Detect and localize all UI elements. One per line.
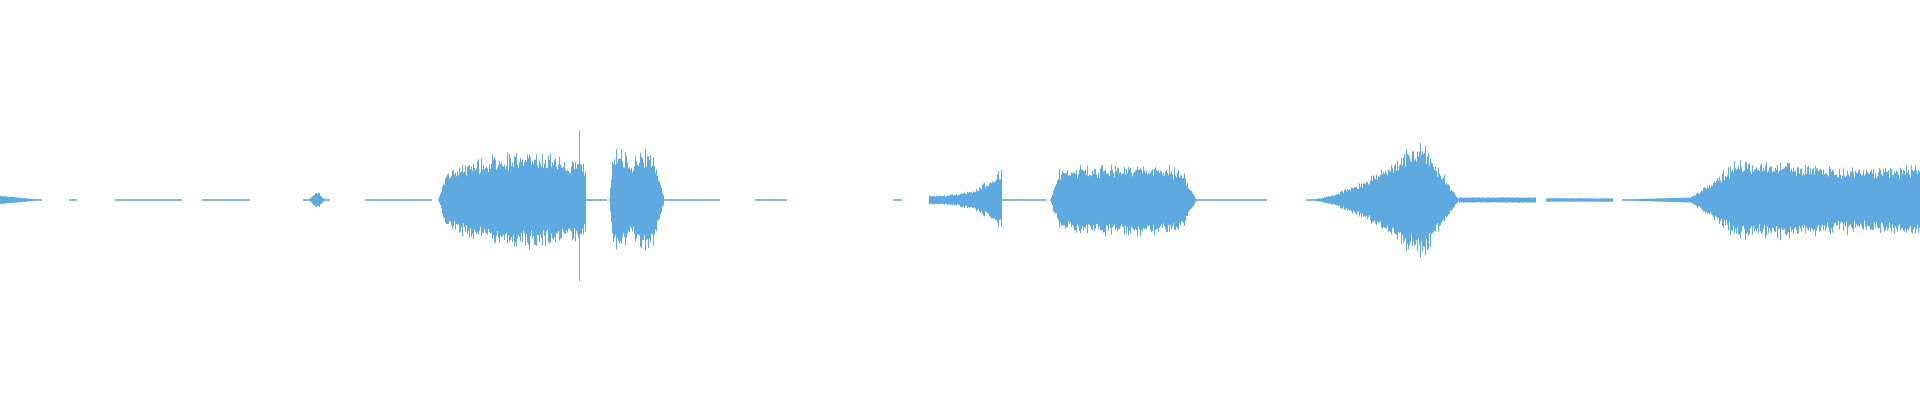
waveform-segment [1459, 197, 1536, 203]
waveform-segment [1546, 198, 1613, 202]
waveform-segment [1002, 199, 1046, 201]
waveform-segment [1622, 197, 1690, 203]
waveform-segment [115, 199, 182, 201]
waveform-segment [365, 199, 432, 201]
waveform-segment [576, 130, 582, 282]
waveform-segment [755, 199, 787, 201]
waveform-segment [586, 199, 607, 201]
waveform-segment [664, 199, 720, 201]
waveform-segment [303, 192, 330, 208]
waveform-segment [1306, 142, 1459, 258]
waveform-bars-group [0, 130, 1920, 282]
waveform-segment [438, 152, 586, 250]
waveform-segment [1196, 199, 1267, 201]
waveform-segment [1690, 160, 1920, 241]
waveform-segment [893, 199, 902, 201]
waveform-segment [1050, 164, 1196, 237]
waveform-segment [0, 195, 42, 204]
waveform-segment [202, 199, 250, 201]
waveform-segment [69, 199, 77, 201]
waveform-segment [929, 170, 1002, 228]
waveform-segment [609, 148, 664, 251]
